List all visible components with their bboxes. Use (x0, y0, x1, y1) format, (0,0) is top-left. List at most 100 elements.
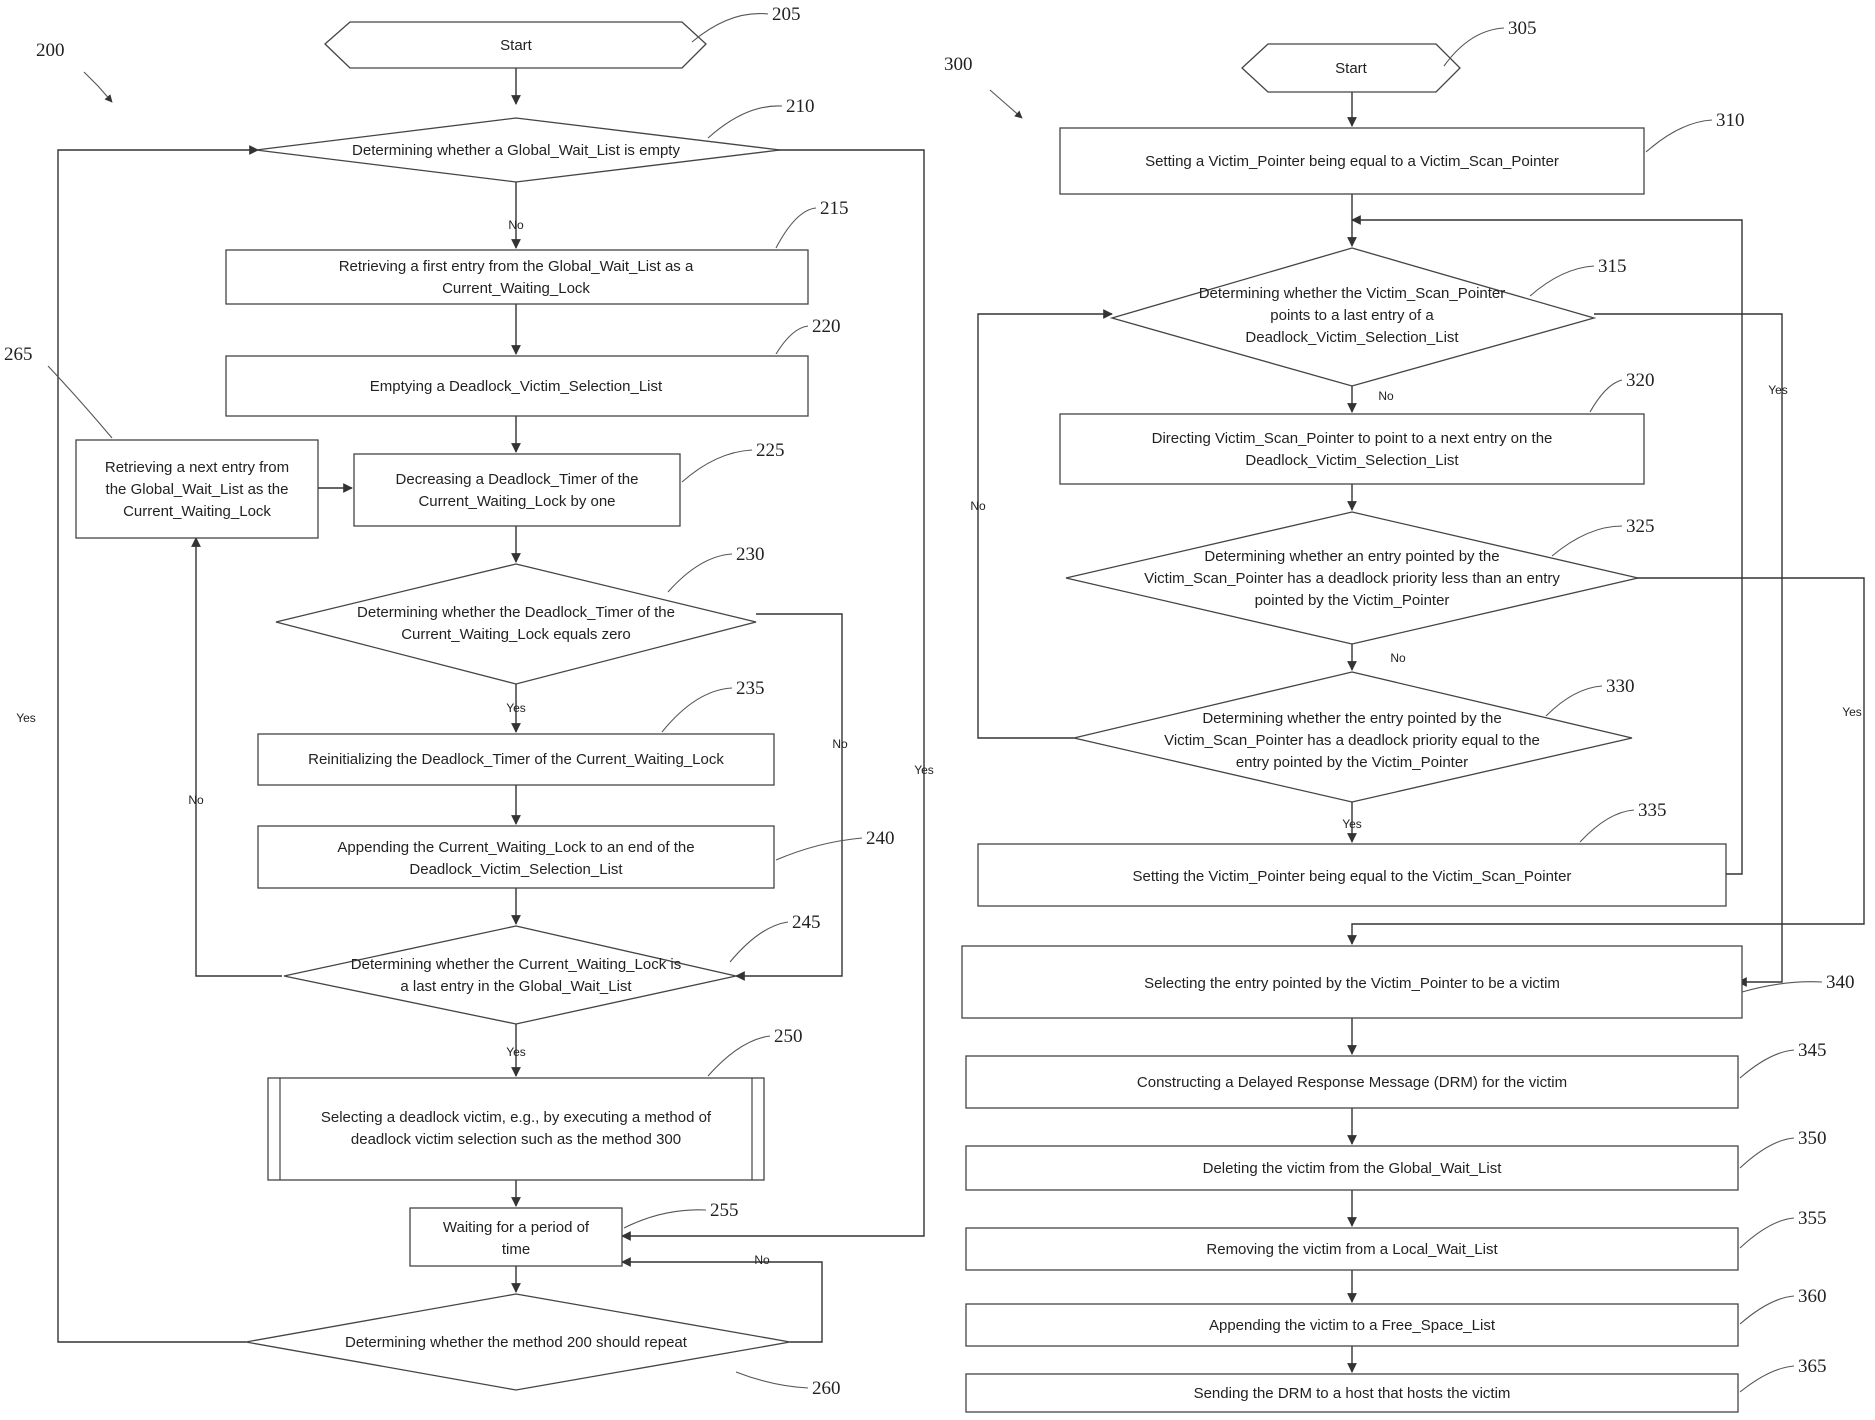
ref-260-leader (736, 1372, 808, 1388)
ref-325: 325 (1626, 516, 1655, 537)
ref-240: 240 (866, 828, 895, 849)
ref-300-leader (990, 90, 1022, 118)
node-240-text-2: Deadlock_Victim_Selection_List (409, 861, 623, 878)
ref-315: 315 (1598, 256, 1627, 277)
node-310-text: Setting a Victim_Pointer being equal to … (1145, 153, 1559, 170)
node-250-text-1: Selecting a deadlock victim, e.g., by ex… (321, 1109, 712, 1126)
label-245-yes: Yes (506, 1045, 526, 1059)
ref-350: 350 (1798, 1128, 1827, 1149)
label-210-no: No (508, 218, 524, 232)
node-335-text: Setting the Victim_Pointer being equal t… (1133, 868, 1572, 885)
ref-365: 365 (1798, 1356, 1827, 1377)
node-245-text-1: Determining whether the Current_Waiting_… (351, 956, 681, 973)
node-240-process (258, 826, 774, 888)
node-225-process (354, 454, 680, 526)
ref-205-leader (692, 14, 768, 42)
ref-340: 340 (1826, 972, 1855, 993)
ref-330-leader (1546, 686, 1602, 716)
node-330-text-3: entry pointed by the Victim_Pointer (1236, 754, 1468, 771)
ref-320: 320 (1626, 370, 1655, 391)
ref-355: 355 (1798, 1208, 1827, 1229)
ref-200: 200 (36, 40, 65, 61)
ref-235-leader (662, 688, 732, 732)
ref-245: 245 (792, 912, 821, 933)
refs-method-200: 200 205 210 215 220 225 230 235 240 245 … (4, 4, 895, 1399)
node-325-text-3: pointed by the Victim_Pointer (1255, 592, 1450, 609)
ref-230: 230 (736, 544, 765, 565)
label-230-no: No (832, 737, 848, 751)
label-315-yes: Yes (1768, 383, 1788, 397)
node-225-text-1: Decreasing a Deadlock_Timer of the (396, 471, 639, 488)
node-365-text: Sending the DRM to a host that hosts the… (1194, 1385, 1511, 1402)
ref-330: 330 (1606, 676, 1635, 697)
node-325-text-1: Determining whether an entry pointed by … (1204, 548, 1499, 565)
node-215-text-2: Current_Waiting_Lock (442, 280, 590, 297)
node-205-text: Start (500, 37, 533, 54)
ref-210: 210 (786, 96, 815, 117)
edge-330-315-no (978, 314, 1112, 738)
ref-345: 345 (1798, 1040, 1827, 1061)
nodes-method-200: Start Determining whether a Global_Wait_… (76, 22, 808, 1390)
ref-355-leader (1740, 1218, 1794, 1248)
ref-220-leader (776, 326, 808, 354)
label-325-yes: Yes (1842, 705, 1862, 719)
ref-300: 300 (944, 54, 973, 75)
ref-320-leader (1590, 380, 1622, 412)
ref-235: 235 (736, 678, 765, 699)
ref-310: 310 (1716, 110, 1745, 131)
node-230-text-2: Current_Waiting_Lock equals zero (401, 626, 631, 643)
node-225-text-2: Current_Waiting_Lock by one (418, 493, 615, 510)
ref-335-leader (1580, 810, 1634, 842)
node-220-text: Emptying a Deadlock_Victim_Selection_Lis… (370, 378, 663, 395)
label-230-yes: Yes (506, 701, 526, 715)
node-265-text-3: Current_Waiting_Lock (123, 503, 271, 520)
node-230-text-1: Determining whether the Deadlock_Timer o… (357, 604, 675, 621)
ref-240-leader (776, 838, 862, 860)
node-235-text: Reinitializing the Deadlock_Timer of the… (308, 751, 724, 768)
ref-315-leader (1530, 266, 1594, 296)
ref-250-leader (708, 1036, 770, 1076)
ref-265: 265 (4, 344, 33, 365)
node-245-text-2: a last entry in the Global_Wait_List (400, 978, 632, 995)
ref-260: 260 (812, 1378, 841, 1399)
ref-230-leader (668, 554, 732, 592)
node-250-text-2: deadlock victim selection such as the me… (351, 1131, 681, 1148)
node-325-text-2: Victim_Scan_Pointer has a deadlock prior… (1144, 570, 1560, 587)
ref-360-leader (1740, 1296, 1794, 1324)
ref-345-leader (1740, 1050, 1794, 1078)
label-315-no: No (1378, 389, 1394, 403)
ref-250: 250 (774, 1026, 803, 1047)
node-305-text: Start (1335, 60, 1368, 77)
node-265-text-1: Retrieving a next entry from (105, 459, 289, 476)
node-350-text: Deleting the victim from the Global_Wait… (1203, 1160, 1503, 1177)
label-260-yes: Yes (16, 711, 36, 725)
ref-255: 255 (710, 1200, 739, 1221)
edge-230-245-no (736, 614, 842, 976)
node-330-text-2: Victim_Scan_Pointer has a deadlock prior… (1164, 732, 1540, 749)
node-330-text-1: Determining whether the entry pointed by… (1202, 710, 1501, 727)
node-315-text-1: Determining whether the Victim_Scan_Poin… (1199, 285, 1506, 302)
ref-215-leader (776, 208, 816, 248)
node-340-text: Selecting the entry pointed by the Victi… (1144, 975, 1560, 992)
ref-210-leader (708, 106, 782, 138)
ref-340-leader (1742, 982, 1822, 992)
label-325-no: No (1390, 651, 1406, 665)
ref-225: 225 (756, 440, 785, 461)
label-210-yes: Yes (914, 763, 934, 777)
node-260-text: Determining whether the method 200 shoul… (345, 1334, 688, 1351)
node-345-text: Constructing a Delayed Response Message … (1137, 1074, 1567, 1091)
ref-225-leader (682, 450, 752, 482)
node-230-decision (276, 564, 756, 684)
node-265-text-2: the Global_Wait_List as the (106, 481, 289, 498)
ref-335: 335 (1638, 800, 1667, 821)
ref-200-leader (84, 72, 112, 102)
ref-305: 305 (1508, 18, 1537, 39)
node-315-text-2: points to a last entry of a (1270, 307, 1434, 324)
node-355-text: Removing the victim from a Local_Wait_Li… (1206, 1241, 1498, 1258)
node-250-process (268, 1078, 764, 1180)
ref-360: 360 (1798, 1286, 1827, 1307)
label-245-no: No (188, 793, 204, 807)
node-315-text-3: Deadlock_Victim_Selection_List (1245, 329, 1459, 346)
label-330-no: No (970, 499, 986, 513)
